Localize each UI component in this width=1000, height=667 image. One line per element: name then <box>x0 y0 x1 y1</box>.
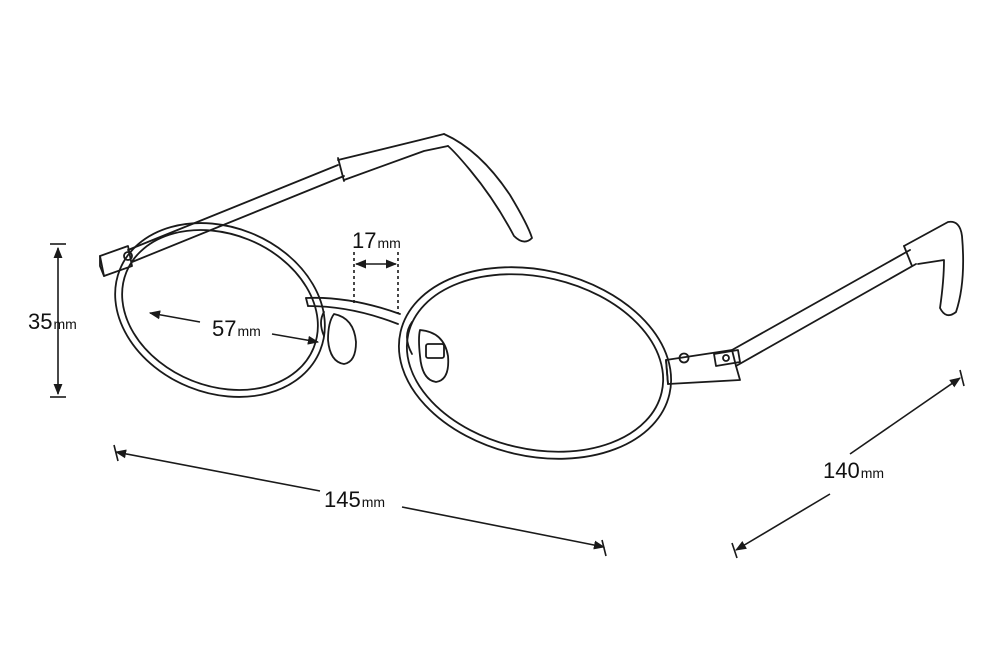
right-temple <box>731 220 965 367</box>
frame-width-label: 145mm <box>324 487 386 512</box>
left-nose-pad <box>320 311 357 365</box>
dimension-lines <box>50 243 965 559</box>
frame-width-dim-line-right <box>401 506 606 550</box>
height-label: 35mm <box>28 309 77 334</box>
glasses-frame <box>99 133 965 460</box>
frame-width-dim-line-left <box>114 449 321 492</box>
bridge-label: 17mm <box>352 228 401 253</box>
right-lens-inner <box>405 273 665 453</box>
temple-length-dim-line-bottom <box>735 493 831 551</box>
left-temple <box>127 133 533 263</box>
right-hinge <box>665 349 741 385</box>
lens-width-dim-line-left <box>148 310 201 323</box>
temple-length-dim-line-top <box>849 377 961 455</box>
temple-length-label: 140mm <box>823 458 885 483</box>
lens-width-dim-line-right <box>271 333 320 345</box>
lens-width-label: 57mm <box>212 316 261 341</box>
right-lens-rim <box>398 266 672 460</box>
bridge <box>305 296 401 325</box>
left-lens-inner <box>121 229 319 391</box>
right-nose-pad <box>406 321 450 383</box>
left-lens-rim <box>114 222 326 398</box>
left-hinge <box>99 245 133 277</box>
